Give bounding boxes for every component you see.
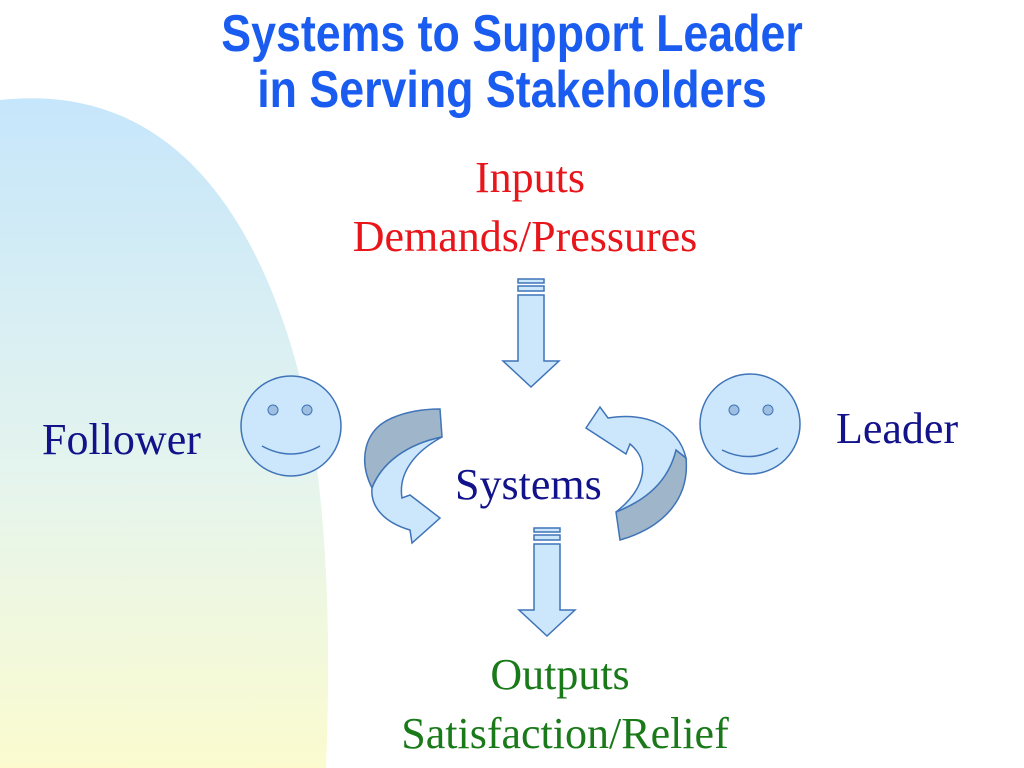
title-line-2: in Serving Stakeholders — [257, 61, 767, 119]
leader-curved-arrow-icon — [584, 405, 688, 541]
inputs-heading: Inputs — [475, 153, 585, 202]
output-arrow-icon — [517, 527, 577, 638]
follower-smiley-icon — [240, 375, 342, 477]
input-arrow-icon — [501, 278, 561, 389]
inputs-detail: Demands/Pressures — [352, 212, 698, 261]
follower-label: Follower — [42, 415, 201, 464]
outputs-heading: Outputs — [490, 650, 630, 699]
leader-smiley-icon — [699, 373, 801, 475]
follower-curved-arrow-icon — [364, 408, 443, 545]
systems-label: Systems — [455, 460, 602, 509]
outputs-detail: Satisfaction/Relief — [401, 709, 729, 758]
slide-title: Systems to Support Leader in Serving Sta… — [72, 6, 953, 118]
leader-label: Leader — [836, 404, 959, 453]
title-line-1: Systems to Support Leader — [221, 5, 803, 63]
